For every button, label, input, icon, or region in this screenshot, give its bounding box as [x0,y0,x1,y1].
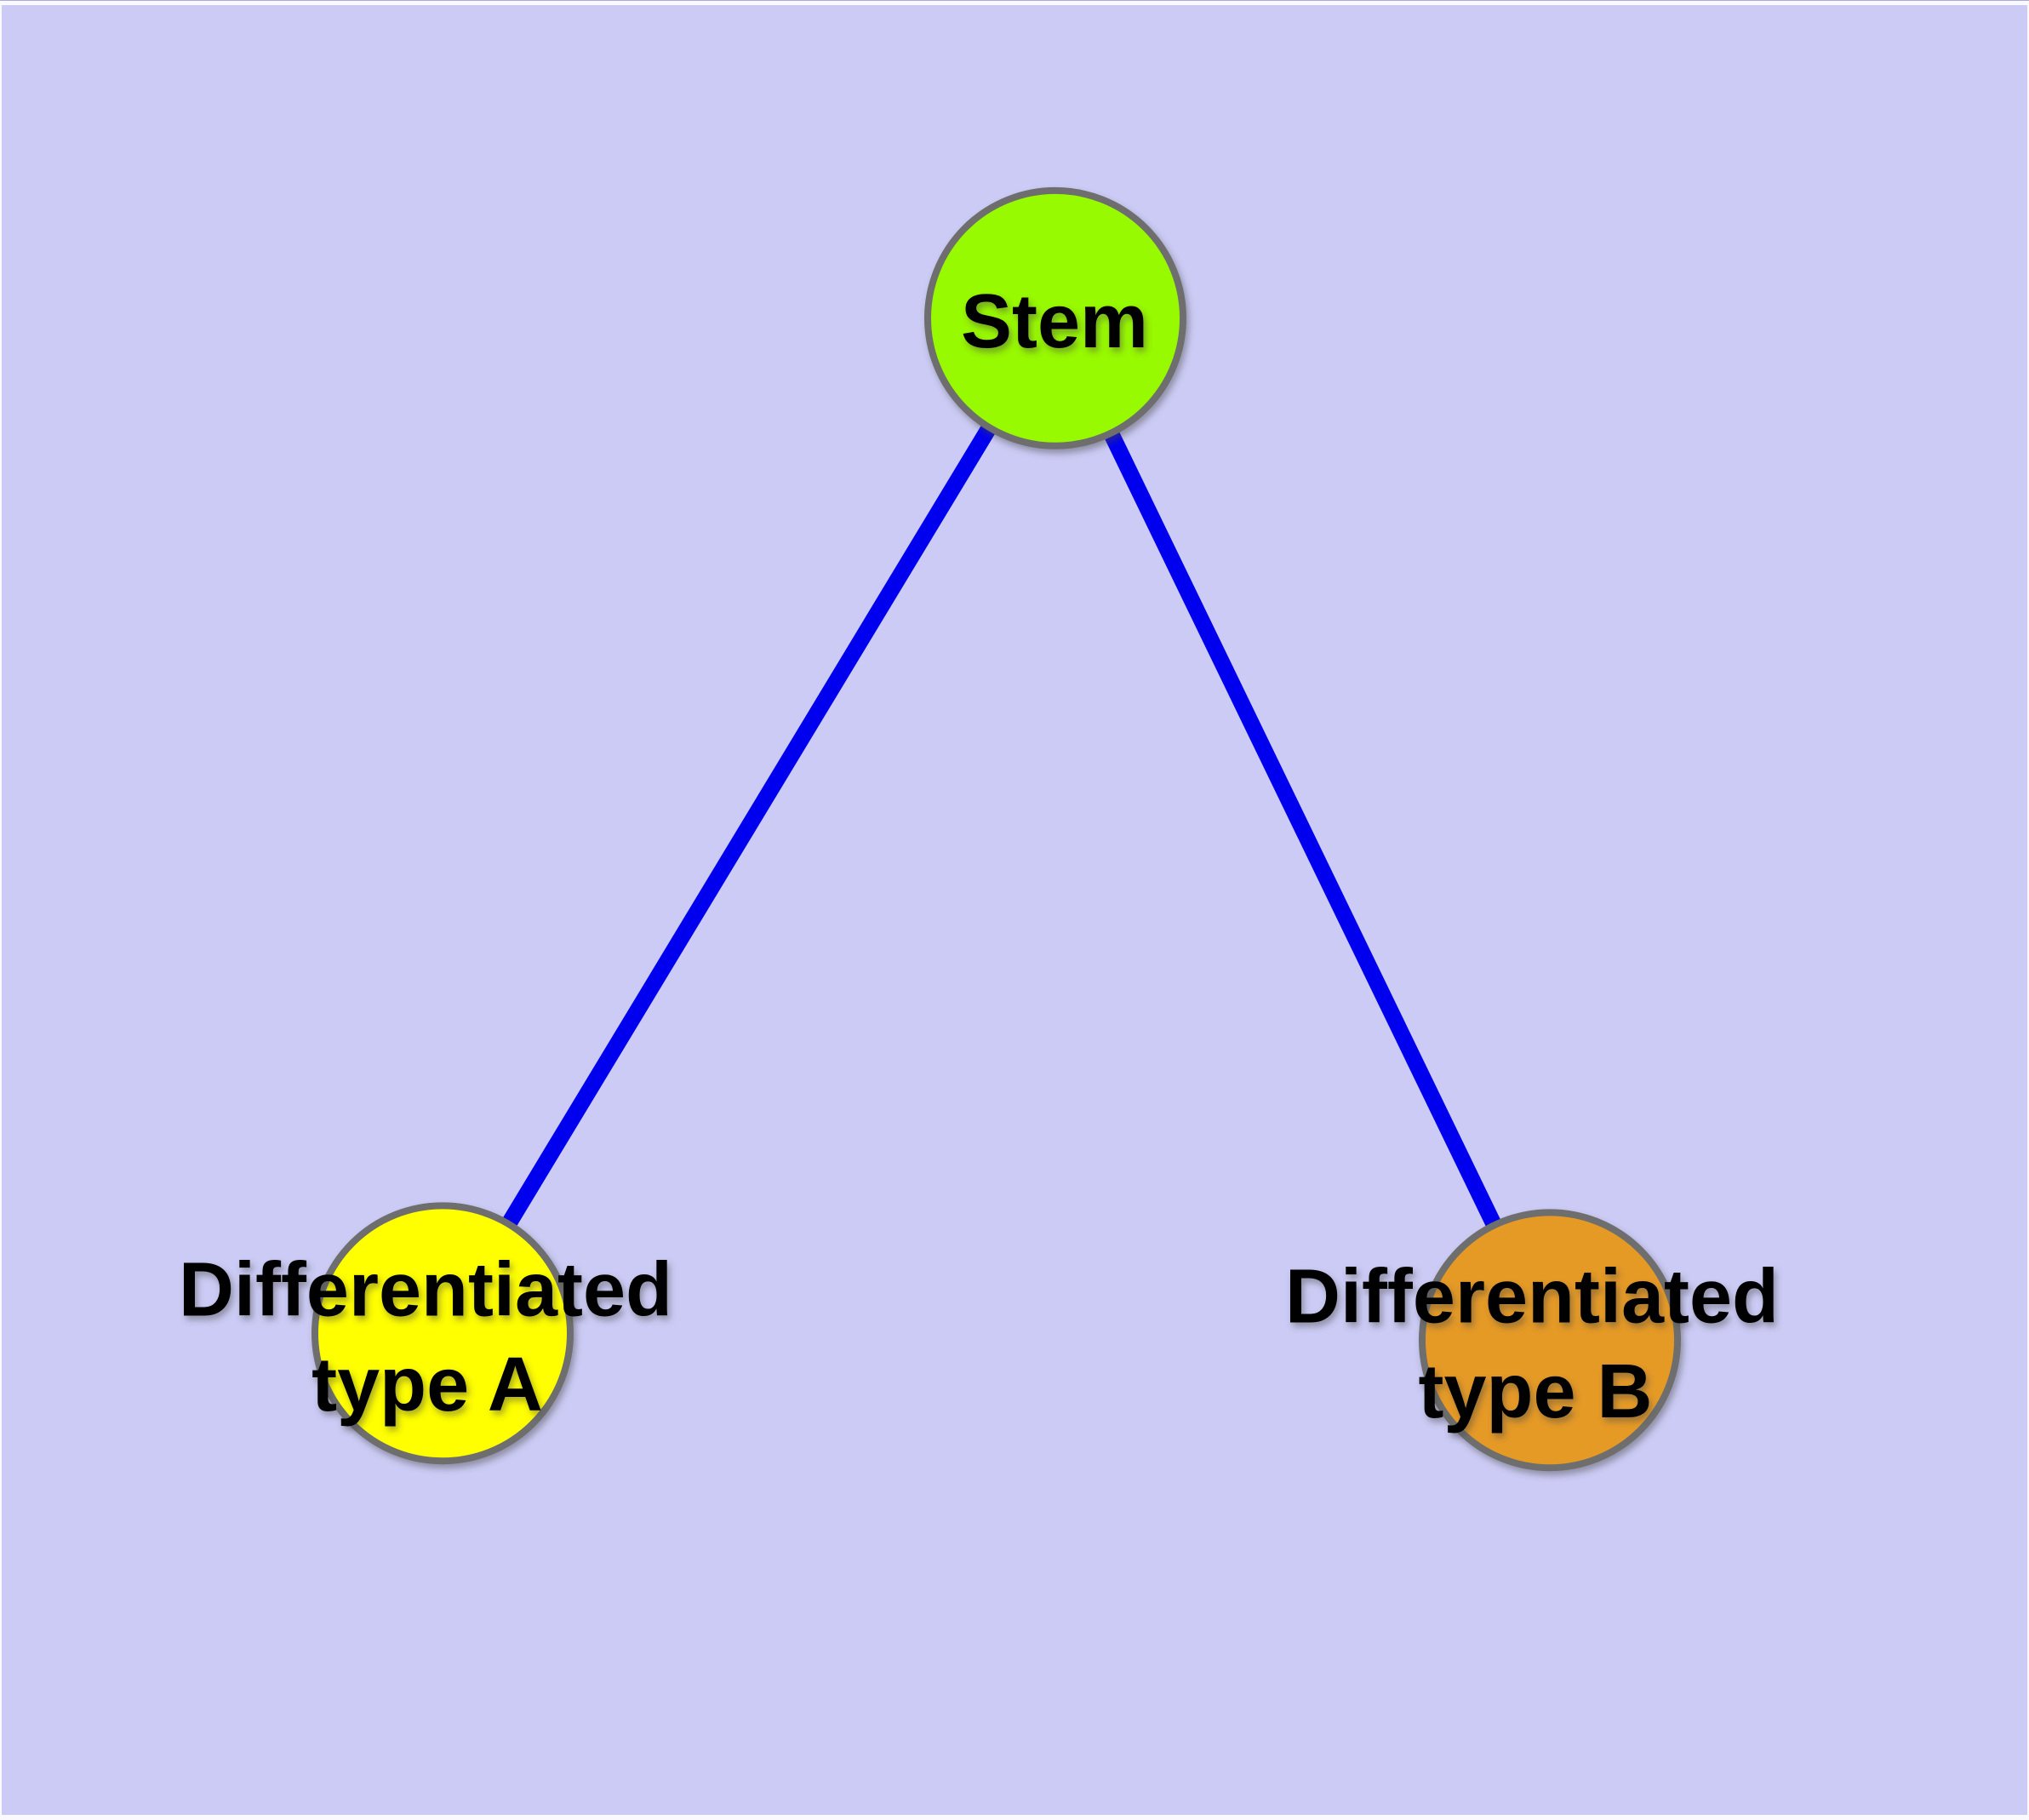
node-differentiated-type-b-circle [1419,1209,1681,1472]
label-group: Stem Differentiated type A Differentiate… [179,279,1779,1434]
node-differentiated-type-a-circle [311,1202,574,1465]
node-differentiated-type-a [311,1202,574,1465]
node-stem-circle [924,186,1186,449]
node-differentiated-type-a-label-line1: Differentiated [179,1247,672,1332]
node-differentiated-type-b-label-line1: Differentiated [1285,1254,1779,1339]
node-differentiated-type-b-label-line2: type B [1418,1349,1652,1434]
node-differentiated-type-a-label-line2: type A [311,1342,543,1428]
node-stem-label: Stem [961,279,1148,364]
edge-stem-to-type-b [1048,314,1557,1344]
edge-group [435,313,1557,1344]
node-differentiated-type-b [1419,1209,1681,1472]
node-stem [924,186,1186,449]
edge-stem-to-type-a [435,313,1063,1338]
